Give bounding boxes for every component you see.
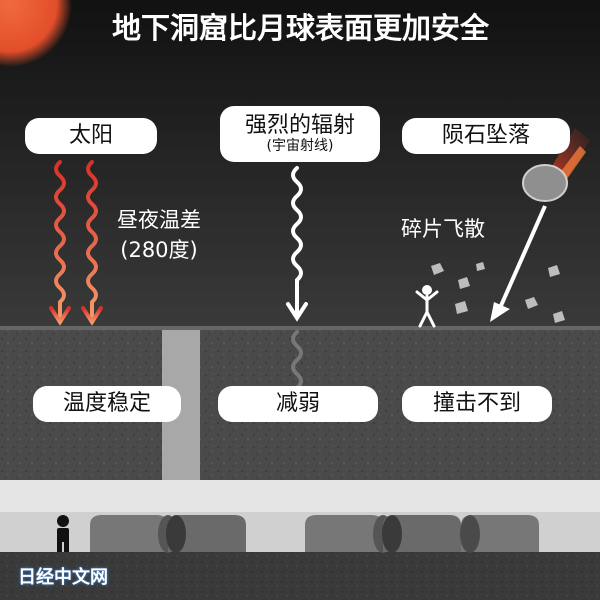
astronaut-surface-figure <box>415 285 439 328</box>
heat-arrow <box>86 160 98 320</box>
meteor <box>522 128 590 202</box>
label-radiation-subtext: (宇宙射线) <box>266 138 334 154</box>
label-radiation-text: 强烈的辐射 <box>244 113 355 138</box>
habitat-module <box>460 515 539 553</box>
habitat-module <box>305 515 393 553</box>
radiation-arrow <box>286 166 308 322</box>
temp-difference-label: 昼夜温差 (280度) <box>117 205 201 265</box>
habitat-module <box>166 515 246 553</box>
habitat-modules <box>90 515 539 553</box>
label-meteorite: 陨石坠落 <box>402 118 570 154</box>
astronaut-cave-figure <box>57 515 69 552</box>
page-title: 地下洞窟比月球表面更加安全 <box>112 11 490 45</box>
heat-arrows <box>49 160 103 326</box>
debris-fragments <box>431 262 565 323</box>
sun-graphic <box>0 0 72 67</box>
debris-label: 碎片飞散 <box>401 217 485 241</box>
label-radiation: 强烈的辐射 (宇宙射线) <box>220 106 380 162</box>
habitat-module <box>382 515 461 553</box>
label-no-impact-text: 撞击不到 <box>432 391 521 416</box>
habitat-module <box>90 515 178 553</box>
label-stable-temp-text: 温度稳定 <box>62 391 151 416</box>
watermark: 日经中文网 <box>18 567 108 588</box>
cave-ceiling-band <box>0 480 600 512</box>
cave-floor <box>0 552 600 600</box>
label-weakened: 减弱 <box>218 386 378 422</box>
meteor-rock <box>522 164 568 202</box>
label-sun-text: 太阳 <box>68 123 113 148</box>
radiation-weakened-wave <box>291 330 303 396</box>
temp-difference-line1: 昼夜温差 <box>117 208 201 232</box>
lunar-surface-line <box>0 326 600 332</box>
label-no-impact: 撞击不到 <box>402 386 552 422</box>
heat-arrow <box>54 160 66 320</box>
label-stable-temp: 温度稳定 <box>33 386 181 422</box>
temp-difference-line2: (280度) <box>120 238 198 262</box>
label-sun: 太阳 <box>25 118 157 154</box>
impact-arrow <box>490 205 547 322</box>
label-meteorite-text: 陨石坠落 <box>441 123 530 148</box>
label-weakened-text: 减弱 <box>275 391 320 416</box>
